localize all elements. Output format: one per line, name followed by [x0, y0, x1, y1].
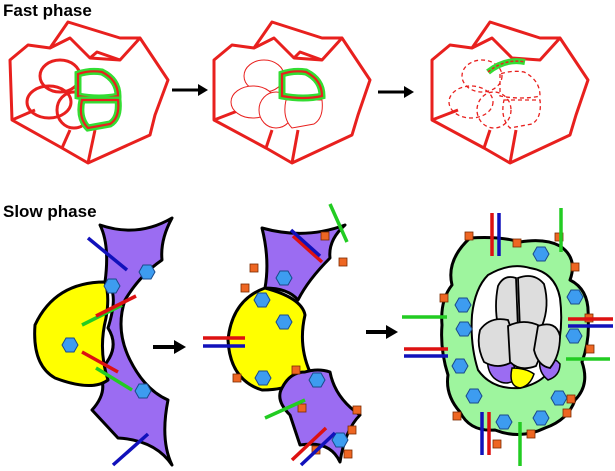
hexagon-icon [454, 297, 472, 313]
square-icon [570, 262, 580, 272]
slow-panel-3 [402, 208, 613, 466]
hexagon-icon [308, 372, 326, 388]
fast-panel-2 [212, 20, 372, 165]
hexagon-icon [253, 292, 271, 308]
hexagon-icon [532, 246, 550, 262]
hexagon-icon [532, 410, 550, 426]
square-icon [343, 449, 353, 459]
hexagon-icon [451, 358, 469, 374]
hexagon-icon [134, 383, 152, 399]
slow-panel-1 [33, 216, 174, 467]
square-icon [232, 373, 242, 383]
hexagon-icon [495, 414, 513, 430]
square-icon [352, 405, 362, 415]
square-icon [240, 283, 250, 293]
hexagon-icon [254, 370, 272, 386]
hexagon-icon [550, 390, 568, 406]
square-icon [562, 408, 572, 418]
square-icon [291, 365, 301, 375]
square-icon [249, 263, 259, 273]
hexagon-icon [565, 328, 583, 344]
square-icon [512, 238, 522, 248]
slow-phase-title: Slow phase [3, 202, 97, 221]
square-icon [347, 425, 357, 435]
fast-panel-1 [8, 20, 170, 165]
hexagon-icon [61, 337, 79, 353]
square-icon [464, 231, 474, 241]
square-icon [492, 439, 502, 449]
square-icon [338, 257, 348, 267]
hexagon-icon [138, 264, 156, 280]
slow-arrow-1 [153, 340, 186, 354]
square-icon [566, 394, 576, 404]
slow-arrow-2 [366, 325, 398, 339]
hexagon-icon [103, 278, 121, 294]
hexagon-icon [275, 314, 293, 330]
square-icon [452, 411, 462, 421]
fast-panel-3 [430, 20, 590, 165]
hexagon-icon [465, 388, 483, 404]
square-icon [585, 344, 595, 354]
hexagon-icon [455, 321, 473, 337]
hexagon-icon [566, 289, 584, 305]
slow-panel-2 [203, 203, 362, 467]
fast-arrow-2 [378, 86, 414, 98]
hexagon-icon [275, 270, 293, 286]
square-icon [439, 293, 449, 303]
fast-phase-title: Fast phase [3, 1, 92, 20]
fast-arrow-1 [172, 84, 208, 96]
square-icon [320, 231, 330, 241]
square-icon [526, 429, 536, 439]
square-icon [297, 403, 307, 413]
